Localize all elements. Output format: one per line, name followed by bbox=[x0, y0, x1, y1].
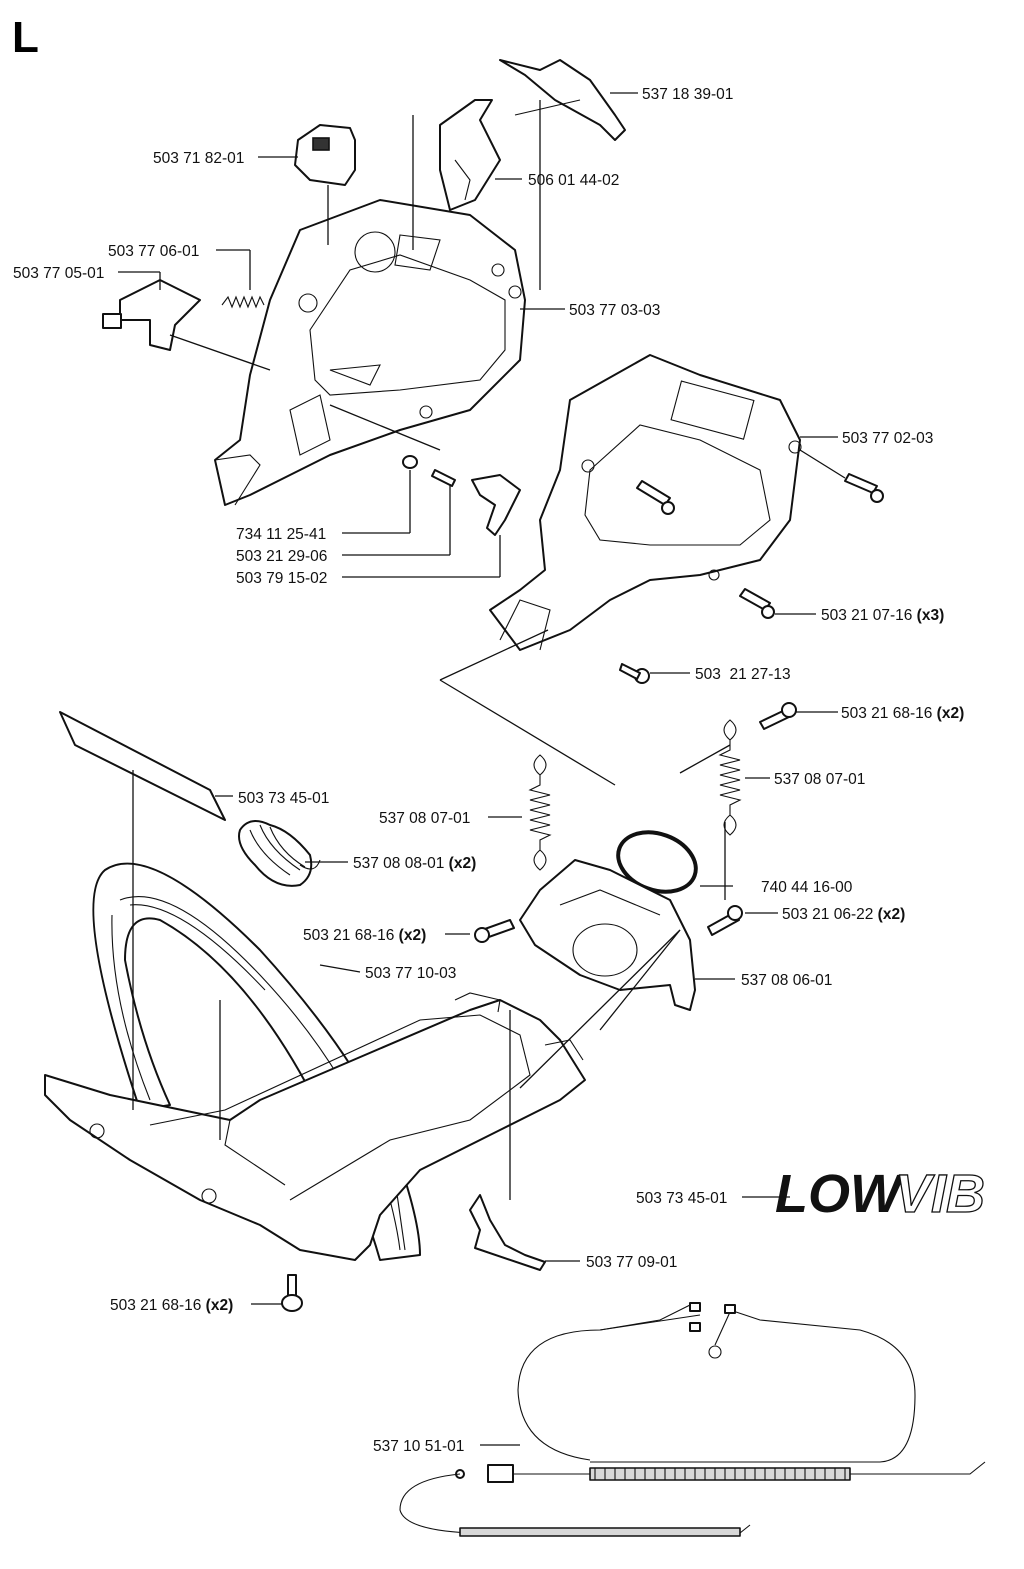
trigger-spring bbox=[221, 295, 265, 309]
callout-503-21-07-16: 503 21 07-16 (x3) bbox=[821, 607, 944, 624]
mount-screws bbox=[474, 905, 743, 943]
callout-503-21-27-13: 503 21 27-13 bbox=[695, 666, 791, 683]
callout-labels: 537 18 39-01 503 71 82-01 506 01 44-02 5… bbox=[13, 86, 964, 1455]
callout-503-77-09-01: 503 77 09-01 bbox=[586, 1254, 677, 1271]
rear-handle-left-half bbox=[214, 199, 526, 506]
throttle-trigger bbox=[102, 279, 201, 351]
callout-503-21-68-16-left: 503 21 68-16 (x2) bbox=[303, 927, 426, 944]
decal-low-text: LOW bbox=[775, 1164, 905, 1224]
callout-503-71-82-01: 503 71 82-01 bbox=[153, 150, 244, 167]
stop-switch bbox=[294, 124, 356, 186]
callout-503-77-03-03: 503 77 03-03 bbox=[569, 302, 660, 319]
callout-503-21-68-16-bottom: 503 21 68-16 (x2) bbox=[110, 1297, 233, 1314]
callout-503-79-15-02: 503 79 15-02 bbox=[236, 570, 327, 587]
rear-handle-right-half bbox=[489, 354, 802, 651]
callout-503-77-10-03: 503 77 10-03 bbox=[365, 965, 456, 982]
low-vib-decal: LOW VIB bbox=[775, 1163, 986, 1224]
callout-503-21-29-06: 503 21 29-06 bbox=[236, 548, 327, 565]
decal-card bbox=[59, 711, 226, 821]
callout-740-44-16-00: 740 44 16-00 bbox=[761, 879, 853, 896]
av-mount-bracket bbox=[519, 859, 696, 1011]
section-letter: L bbox=[12, 13, 39, 62]
callout-503-73-45-01-card: 503 73 45-01 bbox=[238, 790, 329, 807]
cable-clip bbox=[469, 1194, 546, 1271]
callout-503-77-02-03: 503 77 02-03 bbox=[842, 430, 933, 447]
handle-small-hardware bbox=[402, 455, 521, 536]
callout-537-10-51-01: 537 10 51-01 bbox=[373, 1438, 464, 1455]
callout-503-77-06-01: 503 77 06-01 bbox=[108, 243, 199, 260]
throttle-lockout bbox=[439, 99, 501, 211]
callout-503-21-68-16-upper: 503 21 68-16 (x2) bbox=[841, 705, 964, 722]
base-frame bbox=[44, 992, 586, 1261]
callout-503-77-05-01: 503 77 05-01 bbox=[13, 265, 104, 282]
callout-537-08-06-01: 537 08 06-01 bbox=[741, 972, 832, 989]
decal-vib-text: VIB bbox=[895, 1164, 985, 1224]
leader-lines bbox=[118, 92, 846, 1446]
cover-screws bbox=[619, 473, 884, 730]
spring-clip bbox=[499, 59, 626, 141]
callout-503-73-45-01-decal: 503 73 45-01 bbox=[636, 1190, 727, 1207]
callout-537-08-08-01: 537 08 08-01 (x2) bbox=[353, 855, 476, 872]
wiring-harness bbox=[399, 1302, 986, 1537]
callout-734-11-25-41: 734 11 25-41 bbox=[236, 526, 326, 543]
callout-506-01-44-02: 506 01 44-02 bbox=[528, 172, 619, 189]
bottom-screw bbox=[281, 1274, 303, 1312]
callout-537-08-07-01-left: 537 08 07-01 bbox=[379, 810, 470, 827]
callout-503-21-06-22: 503 21 06-22 (x2) bbox=[782, 906, 905, 923]
callout-537-18-39-01: 537 18 39-01 bbox=[642, 86, 733, 103]
callout-537-08-07-01-right: 537 08 07-01 bbox=[774, 771, 865, 788]
